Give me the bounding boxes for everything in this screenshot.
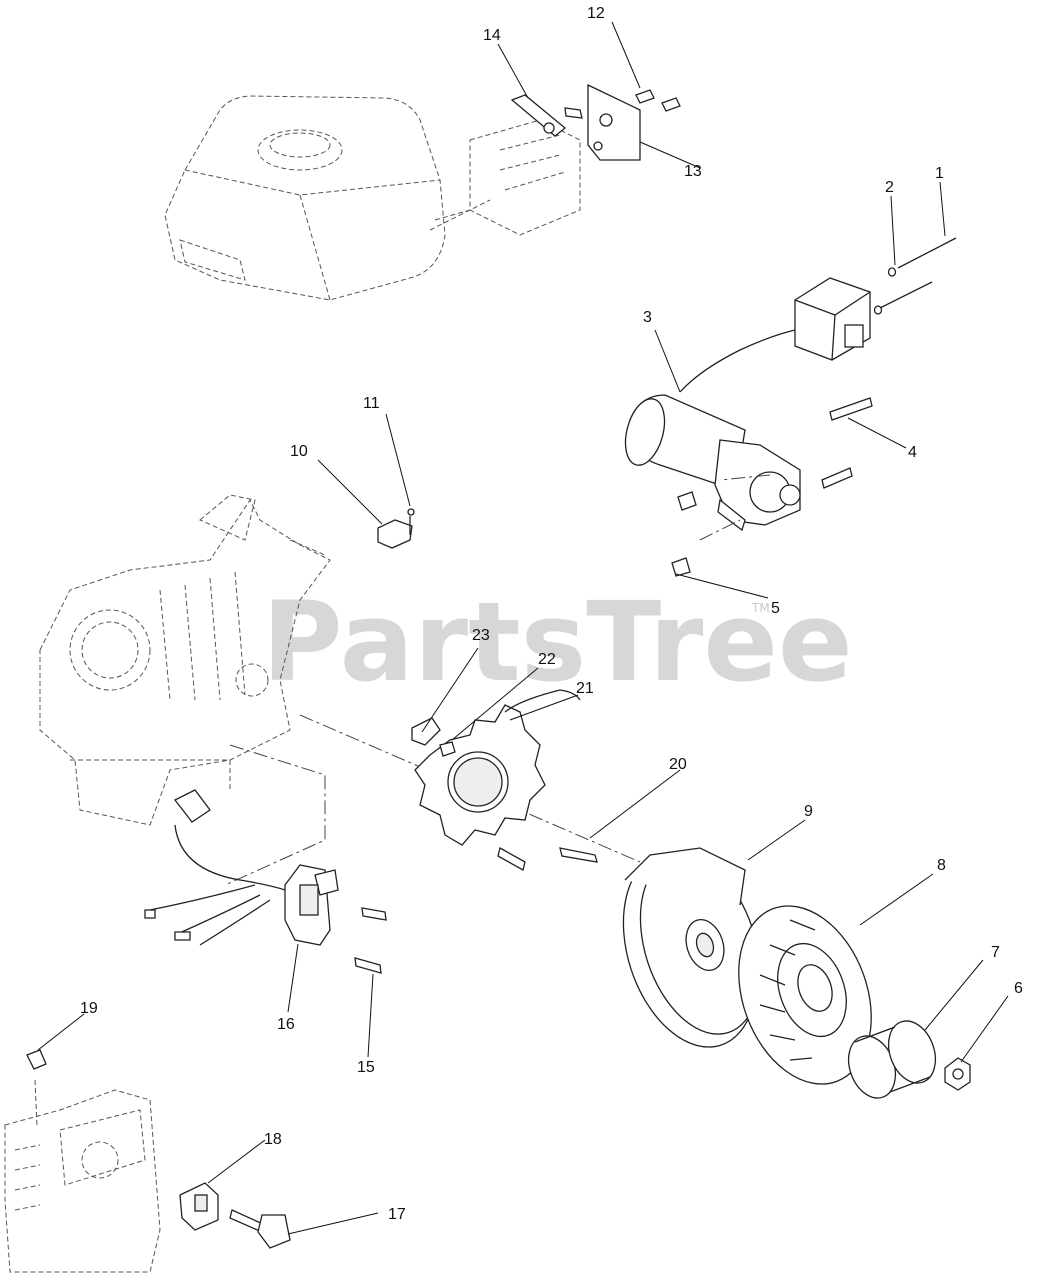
tank-centerline (434, 209, 471, 221)
callout-11: 11 (363, 395, 380, 412)
callout-13: 13 (684, 163, 702, 180)
fuel-tank-outline (164, 95, 446, 301)
dowel-pins (671, 491, 697, 577)
wire-clip (26, 1049, 47, 1070)
bracket-screws (635, 89, 681, 112)
leader-lines (37, 21, 1009, 1235)
starter-motor (624, 394, 801, 532)
ignition-coil (284, 864, 339, 946)
callout-7: 7 (991, 944, 1000, 961)
spark-plug-cap (174, 789, 211, 823)
cover-plate (411, 717, 441, 746)
engine-block-outline (39, 494, 331, 826)
callout-8: 8 (937, 857, 946, 874)
callout-14: 14 (483, 27, 501, 44)
starter-cup (847, 1020, 937, 1099)
ignition-key (229, 1209, 291, 1249)
cooling-fan (738, 905, 872, 1085)
starter-centerline (699, 474, 771, 541)
oil-sensor (377, 508, 415, 549)
throttle-lever (510, 94, 583, 137)
callout-3: 3 (643, 309, 652, 326)
coil-bolts (354, 907, 387, 974)
callout-23: 23 (472, 627, 490, 644)
stator-bolts (497, 847, 598, 871)
relay-bolts (873, 237, 957, 315)
watermark-text: PartsTree (262, 578, 853, 706)
coil-wires (149, 884, 271, 946)
callout-numbers: 1 2 3 4 5 6 7 8 9 10 11 12 13 14 15 16 1… (80, 5, 1023, 1223)
stator-screw (439, 741, 456, 757)
callout-16: 16 (277, 1016, 295, 1033)
choke-plate (587, 83, 641, 161)
callout-19: 19 (80, 1000, 98, 1017)
control-panel-bracket (429, 119, 581, 236)
flywheel (622, 847, 761, 1048)
flywheel-nut (944, 1057, 971, 1091)
callout-10: 10 (290, 443, 308, 460)
starter-wire (679, 329, 796, 393)
coil-centerline (224, 744, 326, 886)
watermark: PartsTree TM (262, 578, 853, 706)
alternator-stator (414, 704, 546, 846)
callout-9: 9 (804, 803, 813, 820)
callout-5: 5 (771, 600, 780, 617)
wire-terminals (144, 909, 191, 941)
callout-20: 20 (669, 756, 687, 773)
callout-15: 15 (357, 1059, 375, 1076)
callout-12: 12 (587, 5, 605, 22)
callout-18: 18 (264, 1131, 282, 1148)
starter-relay-box (794, 277, 871, 361)
callout-22: 22 (538, 651, 556, 668)
key-switch (179, 1182, 219, 1231)
callout-6: 6 (1014, 980, 1023, 997)
callout-4: 4 (908, 444, 917, 461)
callout-2: 2 (885, 179, 894, 196)
callout-1: 1 (935, 165, 944, 182)
blower-housing-outline (4, 1079, 161, 1273)
coil-lead (174, 824, 286, 891)
callout-21: 21 (576, 680, 594, 697)
watermark-trademark: TM (751, 601, 770, 615)
starter-bolts (821, 397, 873, 489)
callout-17: 17 (388, 1206, 406, 1223)
